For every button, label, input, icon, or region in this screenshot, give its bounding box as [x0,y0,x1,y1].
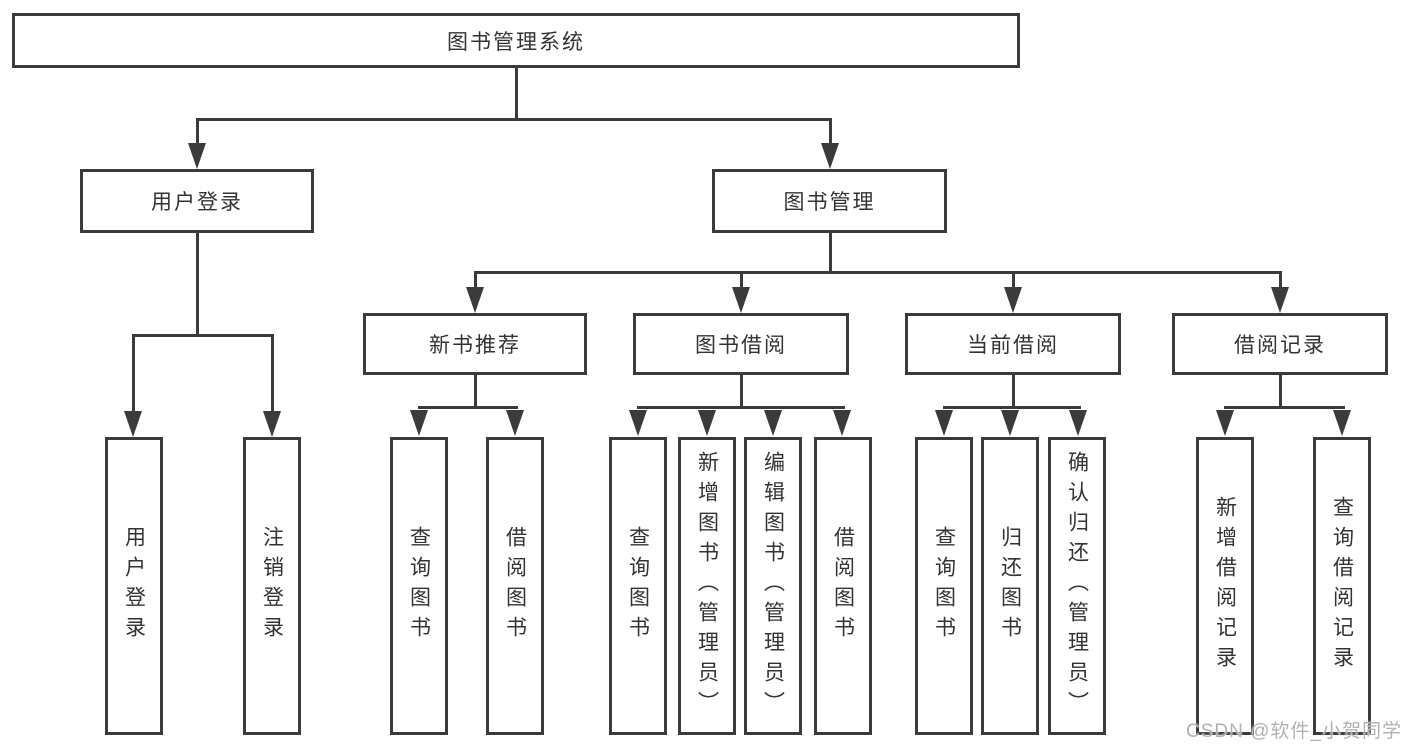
connector-arrowhead [1216,410,1234,436]
node-book-borrow: 图书借阅 [633,313,849,375]
connector-hline [637,406,845,409]
node-user-login: 用户登录 [80,169,314,233]
connector-arrowhead [1271,287,1289,313]
connector-vline [474,271,477,287]
node-leaf-query-books-recommend: 查询图书 [390,437,448,735]
connector-arrowhead [124,411,142,437]
connector-vline [1012,271,1015,287]
connector-hline [943,406,1081,409]
node-leaf-logout: 注销登录 [243,437,301,735]
connector-arrowhead [506,410,524,436]
connector-arrowhead [410,410,428,436]
connector-arrowhead [764,410,782,436]
connector-arrowhead [833,410,851,436]
watermark: CSDN @软件_小贺同学 [1186,721,1402,742]
node-book-management: 图书管理 [712,169,947,233]
connector-arrowhead [263,411,281,437]
node-leaf-user-login: 用户登录 [105,437,163,735]
connector-vline [474,375,477,408]
node-leaf-edit-book-admin: 编辑图书（管理员） [744,437,802,735]
node-current-borrow: 当前借阅 [905,313,1121,375]
node-leaf-add-borrow-record: 新增借阅记录 [1196,437,1254,735]
connector-vline [829,233,832,274]
connector-hline [196,118,832,121]
node-leaf-query-books-borrow: 查询图书 [609,437,667,735]
connector-vline [1279,375,1282,408]
connector-vline [196,233,199,336]
connector-hline [418,406,518,409]
connector-arrowhead [732,287,750,313]
node-leaf-add-book-admin: 新增图书（管理员） [678,437,736,735]
node-leaf-return-books: 归还图书 [981,437,1039,735]
connector-vline [132,334,135,412]
connector-arrowhead [935,410,953,436]
connector-arrowhead [821,143,839,169]
node-leaf-query-borrow-record: 查询借阅记录 [1313,437,1371,735]
connector-arrowhead [1001,410,1019,436]
connector-arrowhead [629,410,647,436]
node-leaf-query-books-current: 查询图书 [915,437,973,735]
connector-arrowhead [698,410,716,436]
connector-hline [1224,406,1345,409]
connector-vline [829,118,832,144]
connector-arrowhead [1333,410,1351,436]
connector-arrowhead [466,287,484,313]
connector-vline [1279,271,1282,287]
connector-vline [740,271,743,287]
node-leaf-borrow-books: 借阅图书 [814,437,872,735]
connector-vline [740,375,743,408]
node-leaf-confirm-return-admin: 确认归还（管理员） [1048,437,1106,735]
node-borrow-records: 借阅记录 [1172,313,1388,375]
node-new-book-recommend: 新书推荐 [363,313,587,375]
connector-vline [271,334,274,412]
connector-hline [132,334,274,337]
connector-hline [474,271,1282,274]
connector-vline [1012,375,1015,408]
connector-vline [515,68,518,120]
connector-arrowhead [1069,410,1087,436]
connector-arrowhead [1004,287,1022,313]
node-leaf-borrow-books-recommend: 借阅图书 [486,437,544,735]
connector-vline [196,118,199,144]
node-root-system: 图书管理系统 [12,13,1020,68]
connector-arrowhead [188,143,206,169]
